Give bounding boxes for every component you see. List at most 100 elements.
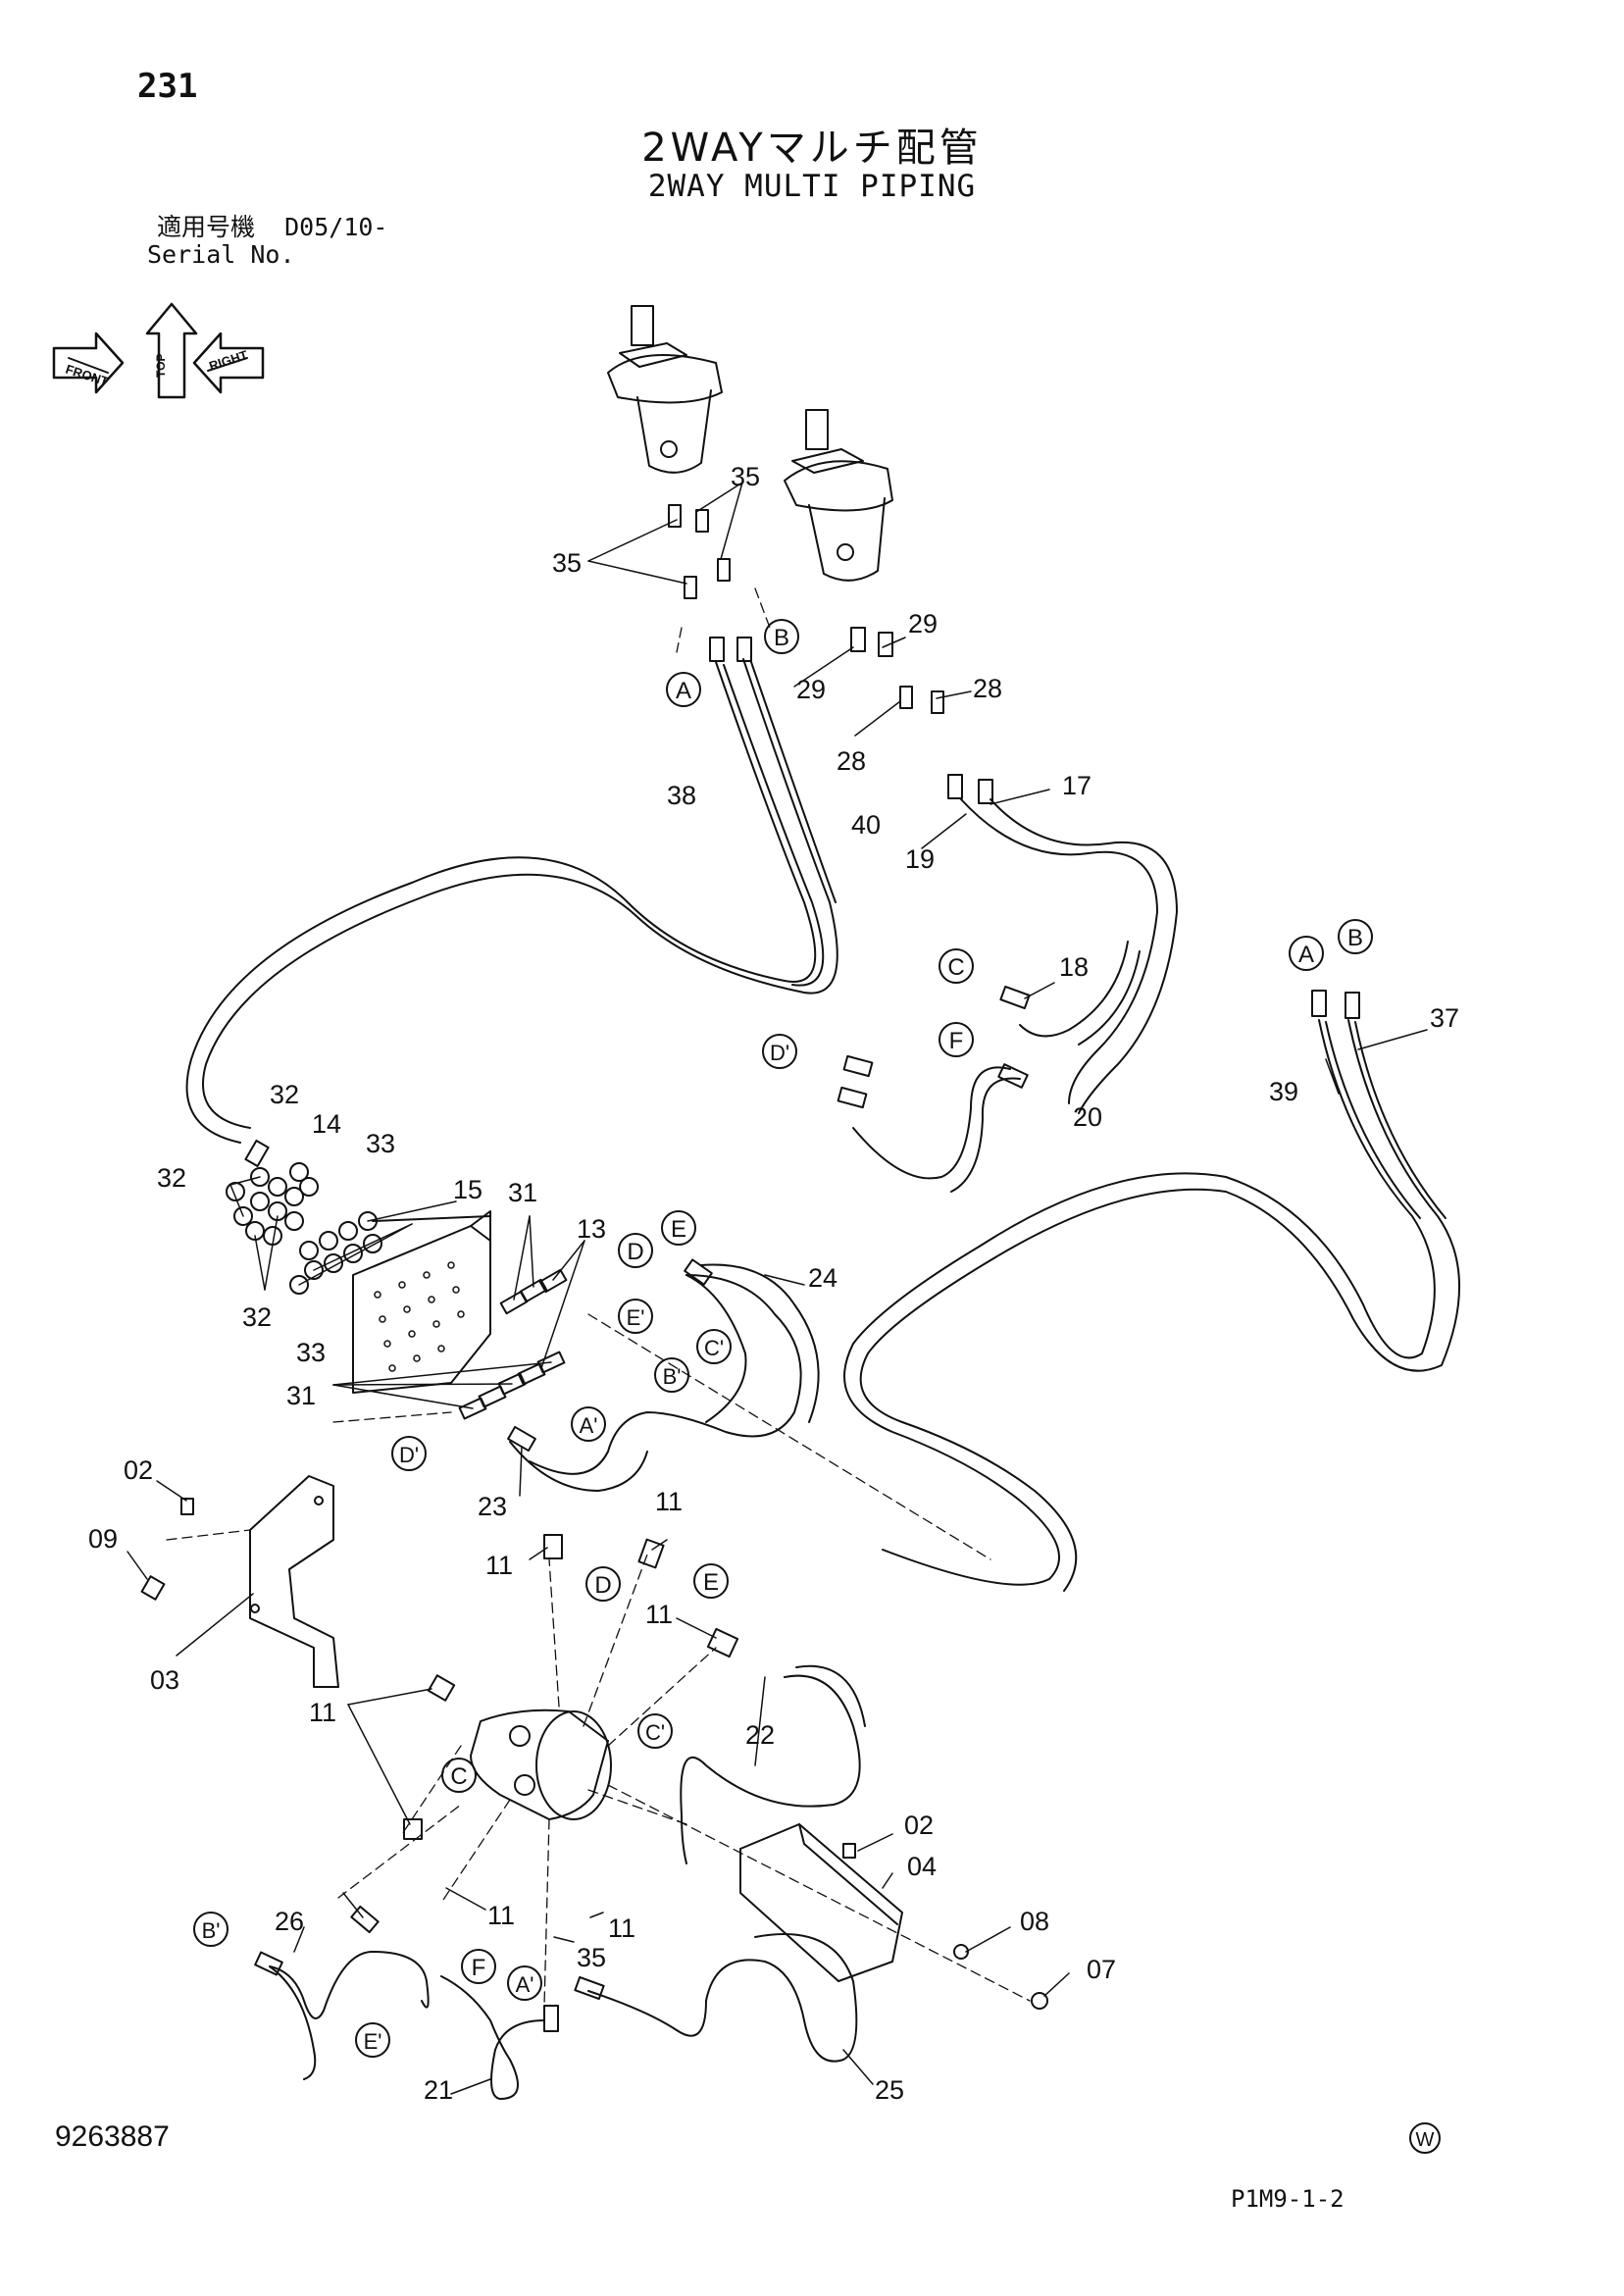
callout-33b: 33: [296, 1338, 326, 1367]
callout-labels: 35 35 29 29 28 28 38 40 17 19 18 37 39 2…: [88, 462, 1459, 2105]
callout-25: 25: [875, 2075, 904, 2105]
fittings-c-f-d: [837, 985, 1031, 1109]
callout-11b: 11: [655, 1487, 683, 1516]
callout-31a: 31: [508, 1178, 537, 1207]
callout-23: 23: [478, 1492, 507, 1521]
swivel-block: [403, 1534, 739, 1840]
callout-11d: 11: [309, 1698, 336, 1727]
marker-E1: E: [671, 1216, 686, 1243]
bracket-plate: [352, 1210, 491, 1394]
callout-13: 13: [577, 1214, 606, 1244]
marker-Ep2: E': [364, 2029, 382, 2054]
dashed-links: [166, 587, 1031, 2007]
callout-21: 21: [424, 2075, 453, 2105]
serial-label-en: Serial No.: [147, 240, 295, 269]
fitting-cluster-32-14: [226, 1139, 319, 1246]
marker-D1: D: [627, 1239, 643, 1265]
callout-09: 09: [88, 1524, 118, 1554]
marker-D2: D: [594, 1572, 611, 1599]
callout-15: 15: [453, 1175, 482, 1204]
document-number: 9263887: [55, 2120, 170, 2153]
hose-22: [680, 1664, 866, 1864]
marker-circle-B1: [764, 619, 799, 654]
fittings-upper: [668, 504, 993, 804]
marker-circle-Ap2: [507, 1965, 542, 2001]
callout-29b: 29: [908, 609, 938, 638]
callout-29a: 29: [796, 675, 826, 704]
callout-20: 20: [1073, 1102, 1102, 1132]
hydraulic-motor-upper-left-icon: [607, 305, 723, 474]
callout-11c: 11: [645, 1600, 673, 1629]
orientation-top-label: TOP: [154, 354, 168, 378]
orientation-right-label: RIGHT: [207, 347, 249, 374]
marker-C2: C: [450, 1763, 467, 1790]
callout-11f: 11: [608, 1913, 635, 1943]
connection-marker-labels: A B C F D' A B E D E' C' B' A' D' D E C'…: [202, 625, 1363, 2054]
marker-circle-E2: [693, 1563, 729, 1599]
callout-19: 19: [905, 844, 935, 874]
callout-32a: 32: [270, 1080, 299, 1109]
fitting-cluster-33-15: [289, 1211, 382, 1295]
callout-18: 18: [1059, 952, 1089, 982]
marker-circle-D1: [618, 1233, 653, 1268]
marker-circle-Cp1: [696, 1329, 732, 1364]
marker-A2: A: [1298, 942, 1314, 968]
marker-F1: F: [949, 1028, 964, 1054]
callout-28a: 28: [837, 746, 866, 776]
marker-Dp1: D': [770, 1041, 789, 1065]
page-title-japanese: 2WAYマルチ配管: [641, 126, 983, 171]
marker-circle-Ep1: [618, 1299, 653, 1334]
callout-03: 03: [150, 1665, 179, 1695]
callout-35b: 35: [731, 462, 760, 491]
hose-21: [440, 1975, 559, 2100]
marker-circle-Bp1: [654, 1357, 689, 1393]
marker-Ap2: A': [516, 1972, 534, 1997]
callout-11a: 11: [485, 1551, 513, 1580]
callout-17: 17: [1062, 771, 1091, 800]
hose-25: [574, 1933, 858, 2063]
marker-Bp2: B': [202, 1918, 221, 1943]
hose-37-39: [843, 990, 1461, 1592]
page-number: 231: [137, 67, 198, 106]
callout-37: 37: [1430, 1003, 1459, 1033]
callout-32b: 32: [157, 1163, 186, 1193]
marker-circle-D2: [585, 1566, 621, 1602]
callout-38: 38: [667, 781, 696, 810]
plate-04: [739, 1823, 1048, 2010]
bracket-03: [140, 1475, 339, 1688]
marker-Ep1: E': [627, 1305, 645, 1330]
callout-11e: 11: [487, 1901, 515, 1930]
callout-35c: 35: [577, 1943, 606, 1972]
callout-32c: 32: [242, 1302, 272, 1332]
marker-circle-Cp2: [637, 1713, 673, 1749]
hose-17-19: [852, 798, 1178, 1193]
marker-circle-Dp2: [391, 1436, 427, 1471]
marker-E2: E: [703, 1569, 719, 1596]
marker-circle-E1: [661, 1210, 696, 1246]
marker-circle-Bp2: [193, 1912, 228, 1947]
marker-circle-A1: [666, 672, 701, 707]
orientation-arrows-icon: FRONT TOP RIGHT: [52, 302, 265, 399]
marker-B2: B: [1347, 925, 1363, 951]
marker-circle-B2: [1338, 919, 1373, 954]
marker-A1: A: [676, 678, 691, 704]
page-title-english: 2WAY MULTI PIPING: [647, 169, 977, 204]
callout-08: 08: [1020, 1907, 1049, 1936]
callout-26: 26: [275, 1907, 304, 1936]
callout-24: 24: [808, 1263, 837, 1293]
marker-circle-Dp1: [762, 1034, 797, 1069]
marker-circle-A2: [1289, 936, 1324, 971]
marker-Ap1: A': [580, 1413, 598, 1438]
callout-28b: 28: [973, 674, 1002, 703]
watermark-w-icon: W: [1409, 2122, 1441, 2154]
fittings-31-13: [458, 1268, 568, 1420]
callout-40: 40: [851, 810, 881, 840]
callout-33a: 33: [366, 1129, 395, 1158]
marker-circle-F1: [939, 1022, 974, 1057]
hydraulic-motor-upper-right-icon: [784, 409, 893, 582]
hose-38-40: [185, 658, 838, 1144]
serial-block: 適用号機 D05/10- Serial No.: [147, 214, 387, 269]
marker-circle-C1: [939, 948, 974, 984]
serial-label-jp: 適用号機: [157, 213, 256, 241]
